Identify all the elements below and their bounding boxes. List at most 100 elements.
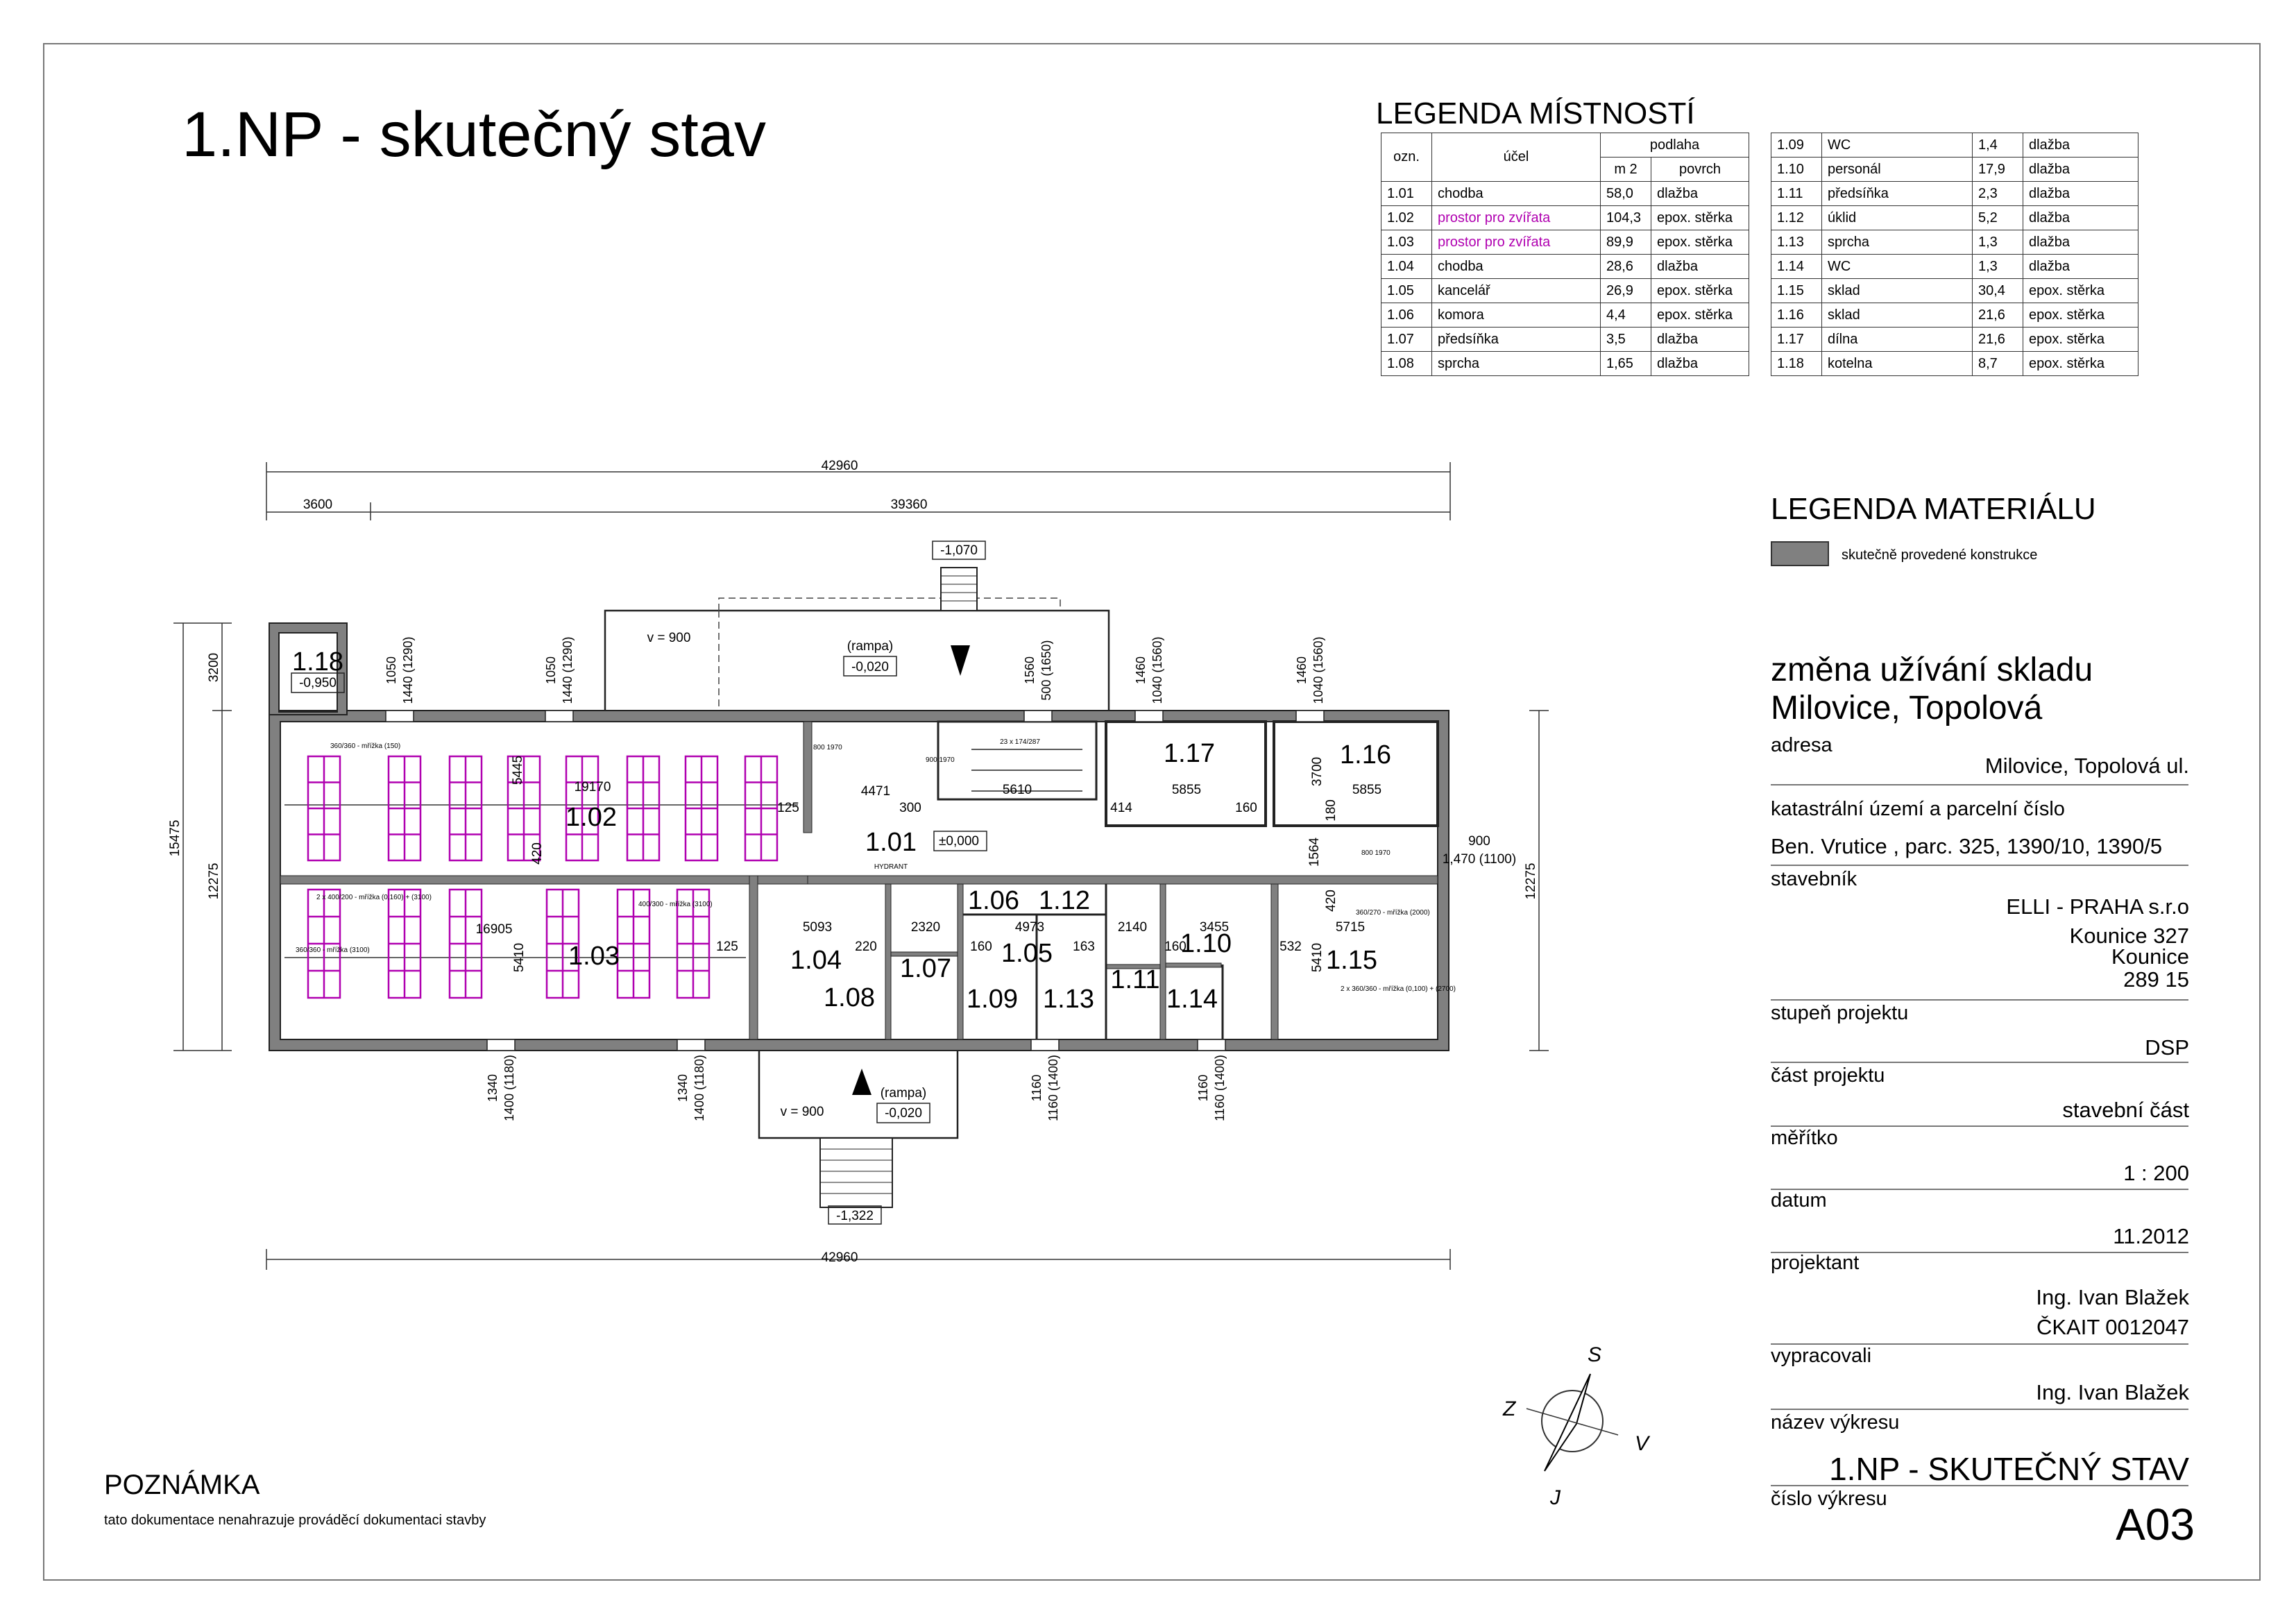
note-title: POZNÁMKA (104, 1470, 260, 1500)
level-stairs-bottom: -1,322 (836, 1209, 874, 1223)
legend-room-area: 3,5 (1600, 327, 1651, 352)
level-101: ±0,000 (939, 834, 979, 849)
window-dim: 1400 (1180) (692, 1055, 706, 1121)
animal-pen (744, 755, 779, 862)
dimension-label: 5410 (1310, 943, 1325, 972)
legend-room-id: 1.11 (1771, 181, 1822, 206)
legend-room-surface: dlažba (2023, 205, 2138, 230)
dimension-label: 420 (1324, 890, 1338, 912)
legend-room-use: sprcha (1821, 230, 1973, 255)
room-label-108: 1.08 (824, 983, 875, 1012)
animal-pen (448, 888, 483, 999)
date-label: datum (1771, 1189, 1827, 1212)
compass-z: Z (1502, 1397, 1517, 1420)
legend-room-surface: epox. stěrka (1651, 230, 1749, 255)
compass-j: J (1549, 1486, 1561, 1509)
dimension-label: 2320 (911, 920, 940, 935)
wall (803, 721, 813, 833)
legend-room-area: 28,6 (1600, 254, 1651, 279)
room-label-103: 1.03 (568, 942, 620, 971)
room-label-118: 1.18 (292, 647, 343, 677)
drawn-by-value: Ing. Ivan Blažek (2036, 1380, 2189, 1404)
dimension-label: 16905 (476, 922, 513, 937)
dimension-label: 220 (855, 940, 877, 954)
north-ramp-canopy (718, 597, 1061, 611)
window-dim: 1460 (1134, 656, 1148, 684)
compass-v: V (1635, 1432, 1651, 1455)
level-118: -0,950 (299, 676, 337, 690)
wall (280, 875, 808, 885)
legend-room-surface: dlažba (1651, 351, 1749, 376)
dimension-label: 5855 (1172, 783, 1201, 797)
stair-note: 23 x 174/287 (1000, 738, 1040, 746)
material-swatch (1771, 541, 1829, 566)
dimension-label: 5093 (803, 920, 832, 935)
grille-note: 360/270 - mřížka (2000) (1356, 909, 1430, 917)
legend-room-id: 1.13 (1771, 230, 1822, 255)
investor-line-4: 289 15 (2123, 967, 2189, 992)
title-block-rule (1771, 784, 2188, 785)
window-marker (545, 710, 574, 722)
grille-note: 360/360 - mřížka (3100) (296, 946, 370, 954)
dimension-label: 160 (1164, 940, 1187, 954)
south-stairs (819, 1137, 893, 1208)
drawing-name-value: 1.NP - SKUTEČNÝ STAV (1829, 1451, 2189, 1487)
window-marker (385, 710, 414, 722)
window-marker (1197, 1039, 1226, 1051)
legend-room-id: 1.16 (1771, 303, 1822, 328)
material-item-label: skutečně provedené konstrukce (1842, 547, 2038, 563)
animal-pen (307, 755, 341, 862)
title-block-rule (1771, 1343, 2188, 1345)
window-dim: 1440 (1290) (561, 636, 575, 704)
legend-room-id: 1.17 (1771, 327, 1822, 352)
address-value: Milovice, Topolová ul. (1984, 754, 2189, 778)
wall (1159, 883, 1166, 1040)
slope-top: v = 900 (647, 631, 691, 645)
wall (1270, 883, 1279, 1040)
dimension-label: 160 (1235, 801, 1257, 815)
level-ramp-top: -0,020 (851, 660, 889, 674)
entrance-arrow-north (951, 645, 970, 676)
dim-seg-left: 3600 (303, 498, 332, 512)
room-label-102: 1.02 (566, 803, 617, 832)
animal-pens (307, 755, 779, 999)
legend-room-area: 1,3 (1972, 254, 2023, 279)
legend-room-surface: dlažba (1651, 327, 1749, 352)
window-marker (1295, 710, 1325, 722)
legend-room-use: dílna (1821, 327, 1973, 352)
dimension-label: 4471 (861, 784, 890, 799)
compass-s: S (1588, 1343, 1601, 1366)
ramp-label-bottom: (rampa) (881, 1086, 927, 1101)
hydrant-label: HYDRANT (874, 863, 908, 871)
investor-line-1: ELLI - PRAHA s.r.o (2006, 894, 2189, 919)
window-dim: 1050 (544, 656, 558, 684)
legend-room-id: 1.06 (1381, 303, 1432, 328)
animal-pen (507, 755, 541, 862)
dimension-label: 414 (1110, 801, 1132, 815)
boiler-room-walls (269, 622, 348, 715)
legend-room-surface: dlažba (2023, 133, 2138, 158)
cadastre-value: Ben. Vrutice , parc. 325, 1390/10, 1390/… (1771, 834, 2163, 858)
legend-room-use: sprcha (1431, 351, 1601, 376)
room-label-112: 1.12 (1039, 886, 1090, 915)
room-label-106: 1.06 (968, 886, 1019, 915)
window-dim: 1050 (384, 656, 398, 684)
room-label-101: 1.01 (865, 828, 917, 857)
legend-room-area: 58,0 (1600, 181, 1651, 206)
legend-room-id: 1.04 (1381, 254, 1432, 279)
wall (957, 883, 964, 1040)
north-ramp-outline (604, 609, 1110, 711)
legend-room-id: 1.18 (1771, 351, 1822, 376)
title-block-rule (1771, 1252, 2188, 1253)
legend-room-surface: epox. stěrka (1651, 303, 1749, 328)
wall (807, 875, 1438, 885)
window-marker (1134, 710, 1164, 722)
title-block-rule (1771, 1125, 2188, 1127)
date-value: 11.2012 (2113, 1224, 2189, 1248)
